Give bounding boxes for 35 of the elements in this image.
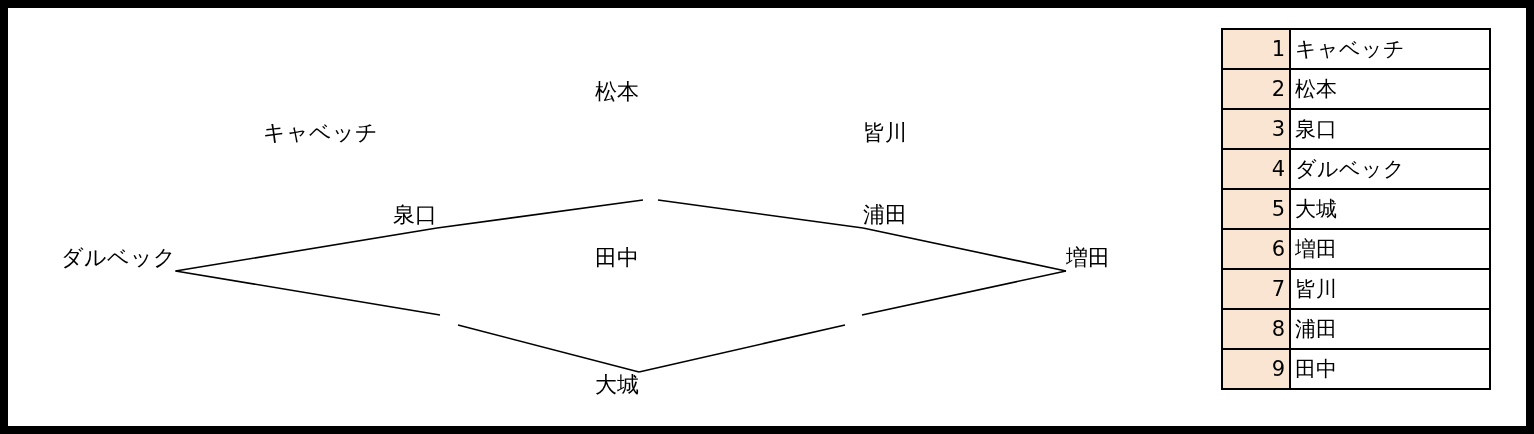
name-label: 皆川 — [863, 120, 907, 146]
name-label: 泉口 — [393, 202, 437, 228]
name-label: 増田 — [1066, 245, 1110, 271]
name-label: ダルベック — [60, 245, 176, 271]
number-cell: 2 — [1222, 69, 1290, 109]
number-cell: 6 — [1222, 229, 1290, 269]
number-cell: 3 — [1222, 109, 1290, 149]
name-cell: 松本 — [1290, 69, 1490, 109]
name-label: 浦田 — [863, 202, 907, 228]
name-label: キャベッチ — [262, 120, 378, 146]
name-cell: 増田 — [1290, 229, 1490, 269]
number-cell: 8 — [1222, 309, 1290, 349]
connector-line — [861, 270, 1067, 316]
number-cell: 5 — [1222, 189, 1290, 229]
name-cell: 泉口 — [1290, 109, 1490, 149]
connector-line — [174, 270, 441, 316]
connector-line — [457, 324, 640, 373]
number-cell: 9 — [1222, 349, 1290, 389]
number-cell: 1 — [1222, 29, 1290, 69]
number-cell: 4 — [1222, 149, 1290, 189]
name-cell: 皆川 — [1290, 269, 1490, 309]
name-label: 大城 — [595, 372, 639, 398]
connector-line — [638, 324, 846, 373]
connector-line — [436, 199, 644, 229]
connector-line — [657, 199, 864, 229]
name-cell: キャベッチ — [1290, 29, 1490, 69]
connector-line — [862, 227, 1067, 272]
name-cell: 浦田 — [1290, 309, 1490, 349]
connector-line — [174, 227, 438, 272]
name-label: 田中 — [595, 245, 639, 271]
name-cell: ダルベック — [1290, 149, 1490, 189]
name-cell: 大城 — [1290, 189, 1490, 229]
name-label: 松本 — [595, 79, 639, 105]
number-cell: 7 — [1222, 269, 1290, 309]
name-cell: 田中 — [1290, 349, 1490, 389]
